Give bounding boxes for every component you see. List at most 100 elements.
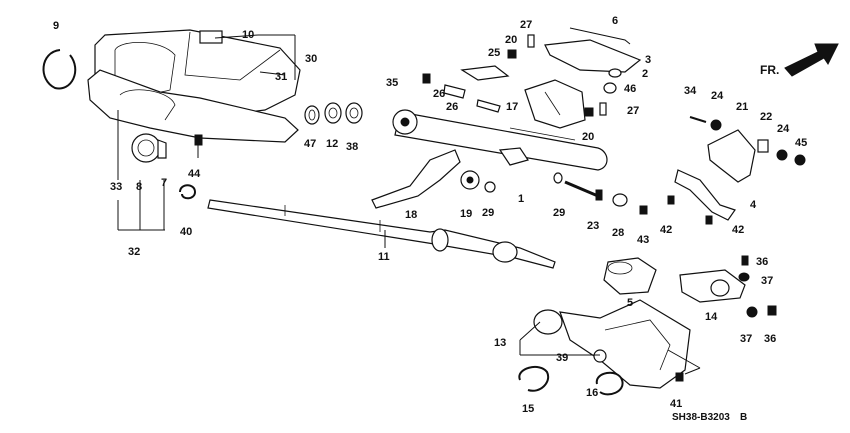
tilt-lever-part bbox=[371, 149, 461, 209]
clamp-16-part bbox=[595, 371, 624, 396]
clip-25-part bbox=[460, 65, 510, 81]
callout-30: 30 bbox=[305, 53, 317, 65]
callout-47: 47 bbox=[304, 138, 316, 150]
callout-25: 25 bbox=[488, 47, 500, 59]
bolt-41-part bbox=[675, 372, 684, 382]
callout-31: 31 bbox=[275, 71, 287, 83]
ring-47-part bbox=[304, 105, 320, 125]
bolt-34-part bbox=[689, 116, 707, 123]
callout-43: 43 bbox=[637, 234, 649, 246]
spring-19-part bbox=[460, 170, 480, 190]
callout-26b: 26 bbox=[446, 101, 458, 113]
bracket-4-part bbox=[674, 169, 736, 221]
drawing-code: SH38-B3203 B bbox=[672, 412, 747, 423]
bolt-42a-part bbox=[667, 195, 675, 205]
callout-46: 46 bbox=[624, 83, 636, 95]
callout-44: 44 bbox=[188, 168, 201, 180]
callout-38: 38 bbox=[346, 141, 358, 153]
front-direction-arrow: FR. bbox=[760, 43, 839, 77]
nut-45-part bbox=[794, 154, 806, 166]
callout-21: 21 bbox=[736, 101, 748, 113]
callout-34: 34 bbox=[684, 85, 697, 97]
spring-27a-part bbox=[527, 34, 535, 48]
callout-39: 39 bbox=[556, 352, 568, 364]
column-tube-part bbox=[392, 109, 608, 171]
clip-26a-part bbox=[443, 84, 466, 99]
callout-33: 33 bbox=[110, 181, 122, 193]
front-direction-label: FR. bbox=[760, 63, 779, 77]
callout-35: 35 bbox=[386, 77, 398, 89]
clip-40-part bbox=[179, 184, 197, 200]
clip-26b-part bbox=[476, 99, 501, 113]
callout-13: 13 bbox=[494, 337, 506, 349]
callout-labels: 1 2 3 4 5 6 7 8 9 10 11 12 13 14 15 16 1… bbox=[53, 15, 807, 415]
callout-12: 12 bbox=[326, 138, 338, 150]
bolt-43-part bbox=[639, 205, 648, 215]
column-cover-lower bbox=[87, 69, 299, 143]
callout-37b: 37 bbox=[740, 333, 752, 345]
snap-ring-part bbox=[42, 49, 77, 90]
callout-2: 2 bbox=[642, 68, 648, 80]
nut-24b-part bbox=[776, 149, 788, 161]
callout-15: 15 bbox=[522, 403, 534, 415]
nut-37b-part bbox=[746, 306, 758, 318]
bracket-17-part bbox=[524, 79, 586, 129]
callout-37a: 37 bbox=[761, 275, 773, 287]
spacer-20b-part bbox=[584, 107, 594, 117]
callout-27a: 27 bbox=[520, 19, 532, 31]
callout-14: 14 bbox=[705, 311, 718, 323]
clamp-15-part bbox=[518, 365, 550, 392]
callout-32: 32 bbox=[128, 246, 140, 258]
bolt-44-part bbox=[194, 134, 203, 158]
washer-29a-part bbox=[484, 181, 496, 193]
callout-45: 45 bbox=[795, 137, 807, 149]
callout-6: 6 bbox=[612, 15, 618, 27]
callout-24b: 24 bbox=[777, 123, 790, 135]
callout-36b: 36 bbox=[764, 333, 776, 345]
callout-41: 41 bbox=[670, 398, 682, 410]
plug-39-part bbox=[593, 349, 607, 363]
callout-4: 4 bbox=[750, 199, 757, 211]
callout-40: 40 bbox=[180, 226, 192, 238]
callout-11: 11 bbox=[378, 251, 390, 263]
callout-9: 9 bbox=[53, 20, 59, 32]
universal-joint-14-part bbox=[679, 269, 746, 303]
steering-shaft-part bbox=[207, 199, 556, 269]
callout-7: 7 bbox=[161, 177, 167, 189]
plate-3-part bbox=[544, 39, 642, 73]
boot-13-part bbox=[533, 299, 691, 389]
callout-5: 5 bbox=[627, 297, 633, 309]
cover-5-part bbox=[603, 257, 657, 295]
callout-20b: 20 bbox=[582, 131, 594, 143]
callout-23: 23 bbox=[587, 220, 599, 232]
callout-10: 10 bbox=[242, 29, 254, 41]
collar-22-part bbox=[757, 139, 769, 153]
callout-22: 22 bbox=[760, 111, 772, 123]
drawing-code-suffix: B bbox=[740, 412, 747, 423]
collar-part bbox=[157, 139, 167, 159]
callout-29b: 29 bbox=[553, 207, 565, 219]
callout-28: 28 bbox=[612, 227, 624, 239]
washer-38-part bbox=[345, 102, 363, 124]
bolt-35-part bbox=[422, 73, 431, 84]
tilt-bolt-23-part bbox=[564, 180, 603, 201]
callout-42a: 42 bbox=[660, 224, 672, 236]
callout-1: 1 bbox=[518, 193, 524, 205]
washer-12-part bbox=[324, 102, 342, 124]
callout-20a: 20 bbox=[505, 34, 517, 46]
leader-lines bbox=[117, 34, 701, 375]
nut-37a-part bbox=[738, 272, 750, 282]
spacer-20a-part bbox=[507, 49, 517, 59]
callout-16: 16 bbox=[586, 387, 598, 399]
drawing-code-text: SH38-B3203 bbox=[672, 412, 730, 423]
callout-26a: 26 bbox=[433, 88, 445, 100]
bolt-36b-part bbox=[767, 305, 777, 316]
spring-27b-part bbox=[599, 102, 607, 116]
callout-42b: 42 bbox=[732, 224, 744, 236]
nut-24a-part bbox=[710, 119, 722, 131]
nut-46-part bbox=[603, 82, 617, 94]
bolt-36a-part bbox=[741, 255, 749, 266]
callout-36a: 36 bbox=[756, 256, 768, 268]
nut-2-part bbox=[608, 68, 622, 78]
